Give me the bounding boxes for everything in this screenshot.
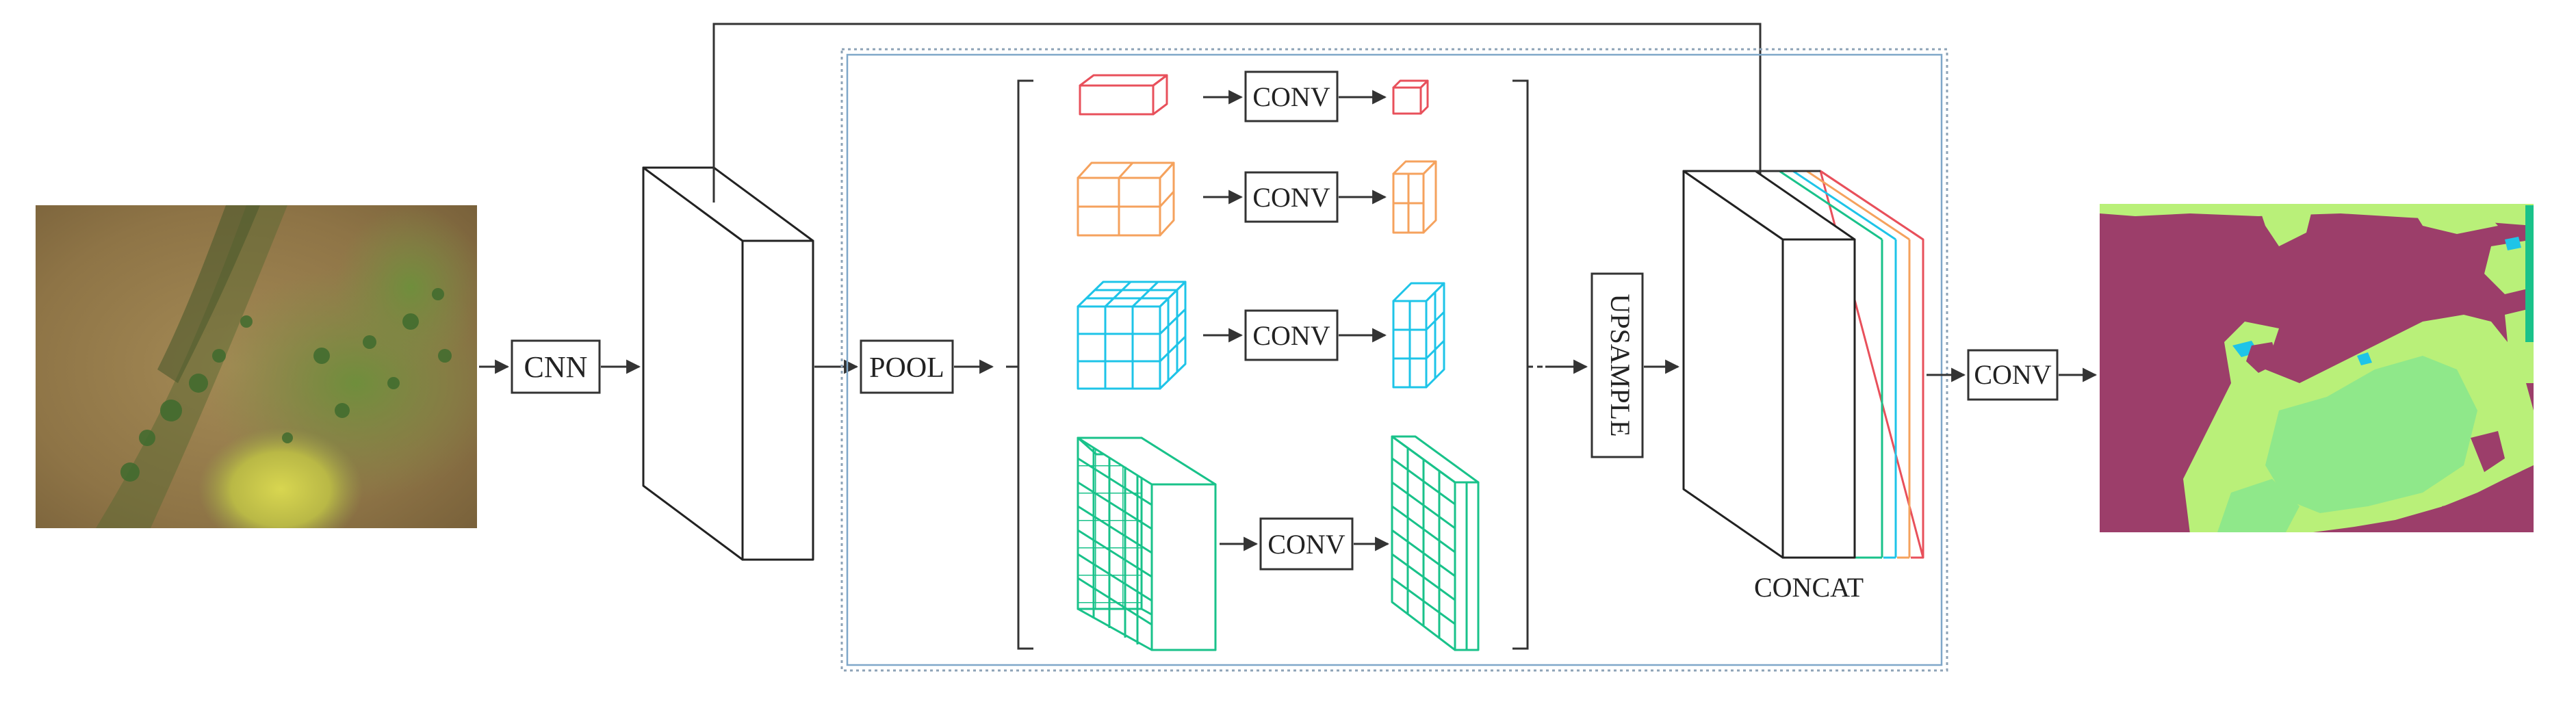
cnn-label: CNN: [524, 350, 588, 384]
level2-input-block: [1077, 161, 1175, 237]
output-segmentation-map: [2100, 204, 2534, 532]
concat-layer-orange: [1806, 170, 1911, 559]
level2-conv-label: CONV: [1252, 182, 1330, 213]
skip-connection: [712, 23, 1768, 205]
pool-block: POOL: [860, 339, 954, 394]
pool-level-1: CONV: [1079, 70, 1429, 122]
level4-conv-label: CONV: [1267, 529, 1345, 560]
pool-level-2: CONV: [1077, 160, 1437, 237]
final-conv-block: CONV: [1967, 349, 2059, 401]
concat-stack: CONCAT: [1682, 170, 1924, 603]
level3-output-block: [1392, 282, 1445, 389]
level2-conv-block: CONV: [1244, 171, 1339, 223]
level1-output-block: [1392, 79, 1429, 115]
concat-label: CONCAT: [1754, 572, 1864, 603]
level3-input-block: [1077, 281, 1187, 390]
input-aerial-photo: [36, 205, 477, 528]
upsample-label: UPSAMPLE: [1605, 294, 1636, 437]
pool-level-3: CONV: [1077, 281, 1445, 390]
concat-layer-green: [1779, 170, 1883, 559]
level1-conv-block: CONV: [1244, 70, 1339, 122]
concat-layer-red: [1819, 170, 1924, 559]
concat-main-block: [1682, 170, 1856, 559]
cnn-block: CNN: [511, 339, 601, 394]
level1-conv-label: CONV: [1252, 81, 1330, 112]
right-bracket: [1512, 79, 1545, 650]
upsample-block: UPSAMPLE: [1590, 272, 1644, 458]
level4-output-block: [1391, 435, 1480, 651]
pyramid-pooling-module: [840, 48, 1948, 672]
level4-conv-block: CONV: [1259, 517, 1354, 571]
level3-conv-block: CONV: [1244, 309, 1339, 361]
feature-map-block: [642, 166, 814, 561]
level2-output-block: [1392, 160, 1437, 234]
level3-conv-label: CONV: [1252, 320, 1330, 351]
concat-layer-cyan: [1792, 170, 1897, 559]
final-conv-label: CONV: [1974, 359, 2051, 390]
left-bracket: [1006, 79, 1033, 650]
pool-label: POOL: [869, 352, 944, 384]
pool-level-4: CONV: [1077, 435, 1480, 651]
level4-input-block: [1077, 436, 1217, 651]
level1-input-block: [1079, 74, 1168, 116]
